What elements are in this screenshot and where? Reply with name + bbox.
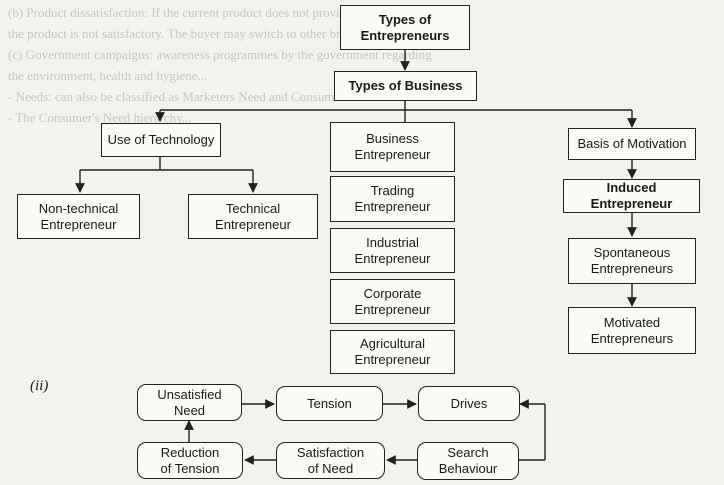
background-line: - Needs: can also be classified as Marke… — [8, 89, 376, 104]
background-line: - The Consumer's Need hierarchy... — [8, 110, 192, 125]
unsatisfied-need-box: Unsatisfied Need — [137, 384, 242, 421]
types-of-business-box: Types of Business — [334, 71, 477, 101]
induced-entrepreneur-box: Induced Entrepreneur — [563, 179, 700, 213]
basis-of-motivation-box: Basis of Motivation — [568, 128, 696, 160]
corporate-entrepreneur-box: Corporate Entrepreneur — [330, 279, 455, 324]
drives-box: Drives — [418, 386, 520, 421]
industrial-entrepreneur-box: Industrial Entrepreneur — [330, 228, 455, 273]
search-behaviour-box: Search Behaviour — [417, 442, 519, 480]
tension-box: Tension — [276, 386, 383, 421]
technical-entrepreneur-box: Technical Entrepreneur — [188, 194, 318, 239]
agricultural-entrepreneur-box: Agricultural Entrepreneur — [330, 330, 455, 374]
section-label-ii: (ii) — [30, 378, 49, 394]
use-of-technology-box: Use of Technology — [101, 123, 221, 157]
background-line: the environment, health and hygiene... — [8, 68, 208, 83]
reduction-of-tension-box: Reduction of Tension — [137, 442, 243, 479]
motivated-entrepreneurs-box: Motivated Entrepreneurs — [568, 307, 696, 354]
business-entrepreneur-box: Business Entrepreneur — [330, 122, 455, 172]
satisfaction-of-need-box: Satisfaction of Need — [276, 442, 385, 479]
background-page-text: (b) Product dissatisfaction: If the curr… — [0, 0, 724, 128]
trading-entrepreneur-box: Trading Entrepreneur — [330, 176, 455, 222]
non-technical-entrepreneur-box: Non-technical Entrepreneur — [17, 194, 140, 239]
background-line: (b) Product dissatisfaction: If the curr… — [8, 5, 424, 20]
background-line: (c) Government campaigns: awareness prog… — [8, 47, 432, 62]
background-line: the product is not satisfactory. The buy… — [8, 26, 368, 41]
types-of-entrepreneurs-box: Types of Entrepreneurs — [340, 5, 470, 50]
spontaneous-entrepreneurs-box: Spontaneous Entrepreneurs — [568, 238, 696, 284]
